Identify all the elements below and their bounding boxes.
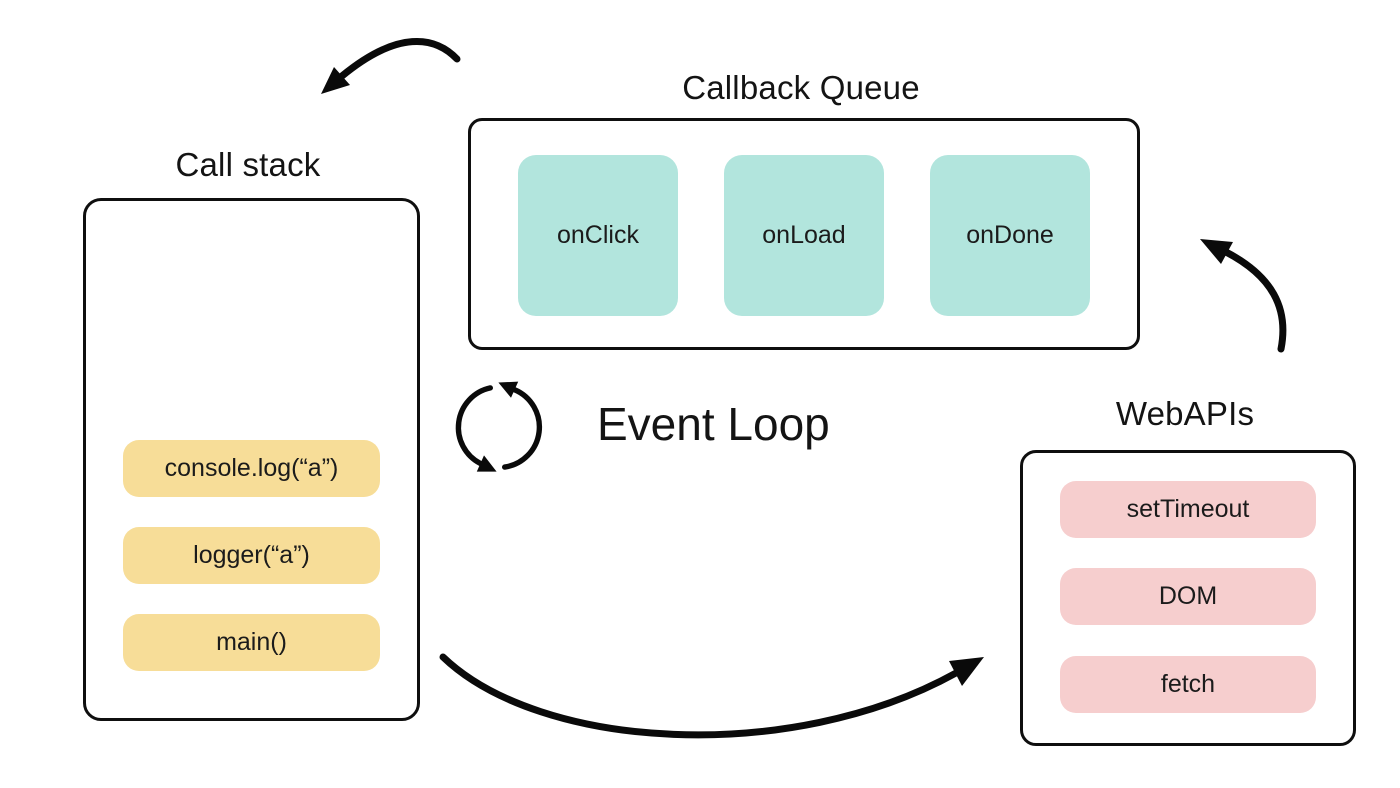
arrow-call-stack-to-web-apis [439, 653, 984, 739]
callback-queue-item: onLoad [724, 155, 884, 316]
call-stack-box: console.log(“a”) logger(“a”) main() [83, 198, 420, 721]
call-stack-item: console.log(“a”) [123, 440, 380, 497]
arrow-callback-queue-to-call-stack [321, 38, 461, 94]
event-loop-cycle-icon [455, 381, 543, 472]
web-api-item: fetch [1060, 656, 1316, 713]
callback-queue-item: onDone [930, 155, 1090, 316]
arrow-web-apis-to-callback-queue [1200, 239, 1287, 353]
callback-queue-title: Callback Queue [682, 69, 920, 106]
callback-queue-item: onClick [518, 155, 678, 316]
event-loop-label: Event Loop [597, 397, 830, 450]
call-stack-item: main() [123, 614, 380, 671]
call-stack-title: Call stack [175, 146, 321, 183]
call-stack-item: logger(“a”) [123, 527, 380, 584]
web-apis-box: setTimeout DOM fetch [1020, 450, 1356, 746]
callback-queue-box: onClick onLoad onDone [468, 118, 1140, 350]
web-apis-title: WebAPIs [1115, 395, 1255, 432]
web-api-item: setTimeout [1060, 481, 1316, 538]
event-loop: Event Loop [448, 378, 830, 477]
web-api-item: DOM [1060, 568, 1316, 625]
